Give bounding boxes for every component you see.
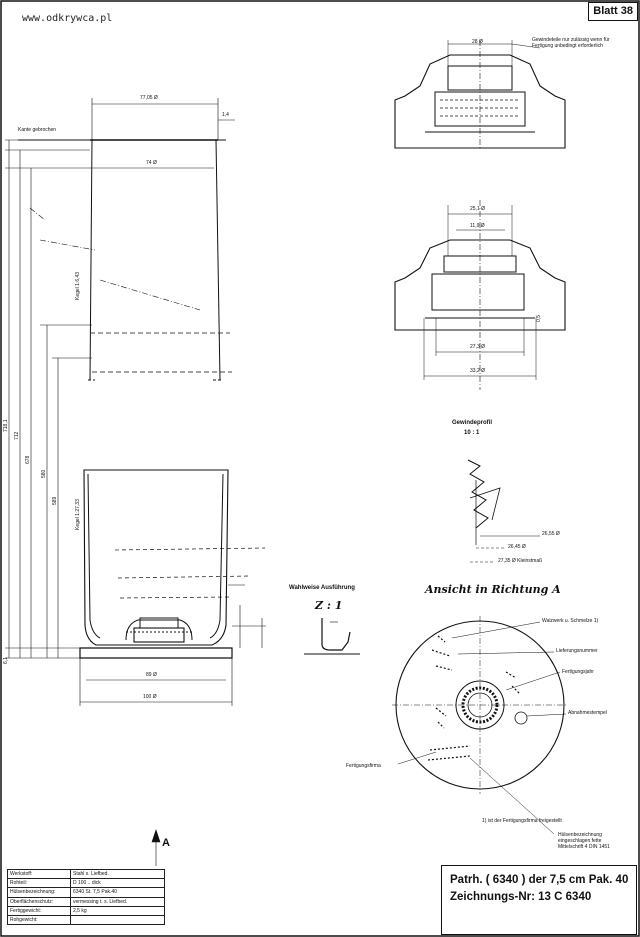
primer-dim-lower-inner: 27,3 Ø	[470, 344, 486, 350]
dim-top-width: 77,05 Ø	[140, 95, 158, 101]
label-walzwerk: Walzwerk u. Schmelze 1)	[542, 618, 599, 624]
kante-label: Kante gebrochen	[18, 127, 57, 133]
primer-pocket-upper	[394, 40, 566, 150]
thread-dim-3: 27,35 Ø Kleinstmaß	[498, 558, 543, 564]
thread-dim-2: 26,45 Ø	[508, 544, 526, 550]
table-row: Fertiggewicht:2,5 kg	[7, 905, 165, 916]
dim-inner-top: 74 Ø	[146, 160, 157, 166]
table-row: Oberflächenschutz:vermessing t. s. Liefb…	[7, 896, 165, 907]
base-view-title: Ansicht in Richtung A	[425, 583, 561, 596]
primer-dim-inner: 11,9 Ø	[470, 223, 485, 229]
primer-dim-upper: 25,1 Ø	[470, 206, 486, 212]
optional-variant-drawing	[304, 618, 360, 655]
label-huelsenbezeichnung: Hülsenbezeichnung eingeschlagen fette Mi…	[558, 832, 610, 850]
vertical-dim-1: 718,1	[3, 419, 9, 432]
direction-label: A	[162, 837, 170, 849]
thread-profile-title: Gewindeprofil	[452, 420, 493, 426]
title-block: Patrh. ( 6340 ) der 7,5 cm Pak. 40 Zeich…	[441, 865, 637, 935]
thread-dim-1: 26,55 Ø	[542, 531, 560, 537]
watermark: www.odkrywca.pl	[22, 13, 113, 24]
rim-dim: 6,1	[3, 657, 9, 664]
primer-pocket-lower	[394, 200, 566, 390]
vertical-dim-4: 580	[41, 469, 47, 478]
primer-dim-lower-outer: 33,2 Ø	[470, 368, 486, 374]
thread-profile-drawing	[467, 459, 540, 563]
label-liefernummer: Lieferungsnummer	[556, 648, 598, 654]
thread-profile-scale: 10 : 1	[464, 430, 480, 436]
vertical-dim-5: 589	[52, 496, 58, 505]
case-body-drawing	[18, 139, 266, 659]
case-dimensions	[5, 98, 266, 866]
primer-side-dim: 0,5	[536, 315, 542, 322]
table-row: Hülsenbezeichnung:6340 St. 7,5 Pak.40	[7, 887, 165, 898]
primer-dim-top: 28 Ø	[472, 39, 483, 45]
primer-note: Gewindeteile nur zulässig wenn für Ferti…	[532, 37, 610, 49]
dim-bottom-inner: 89 Ø	[146, 672, 157, 678]
optional-variant-scale: Z : 1	[315, 599, 343, 612]
label-abnahmestempel: Abnahmestempel	[568, 710, 607, 716]
table-row: Rohteil:D 100 .. dick	[7, 878, 165, 889]
dim-top-right: 1,4	[222, 112, 229, 118]
spec-table: Werkstoff:Stahl s. Liefbed. Rohteil:D 10…	[7, 868, 165, 926]
vertical-dim-2: 712	[14, 431, 20, 440]
base-view-drawing	[392, 616, 568, 835]
label-fertigungsjahr: Fertigungsjahr	[562, 669, 594, 675]
kegel-lower: Kegel 1:27,33	[75, 499, 81, 530]
title-line-2: Zeichnungs-Nr: 13 C 6340	[450, 891, 592, 903]
sheet-id: Blatt 38	[588, 2, 638, 21]
table-row: Rohgewicht:	[7, 914, 165, 926]
base-view-footnote: 1) ist der Fertigungsfirma freigestellt	[482, 818, 562, 824]
label-fertigungsfirma: Fertigungsfirma	[346, 763, 381, 769]
title-line-1: Patrh. ( 6340 ) der 7,5 cm Pak. 40	[450, 874, 629, 886]
optional-variant-title: Wahlweise Ausführung	[289, 585, 355, 591]
kegel-upper: Kegel 1:6,43	[75, 271, 81, 300]
dim-bottom-outer: 100 Ø	[143, 694, 157, 700]
vertical-dim-3: 678	[25, 455, 31, 464]
table-row: Werkstoff:Stahl s. Liefbed.	[7, 868, 165, 880]
